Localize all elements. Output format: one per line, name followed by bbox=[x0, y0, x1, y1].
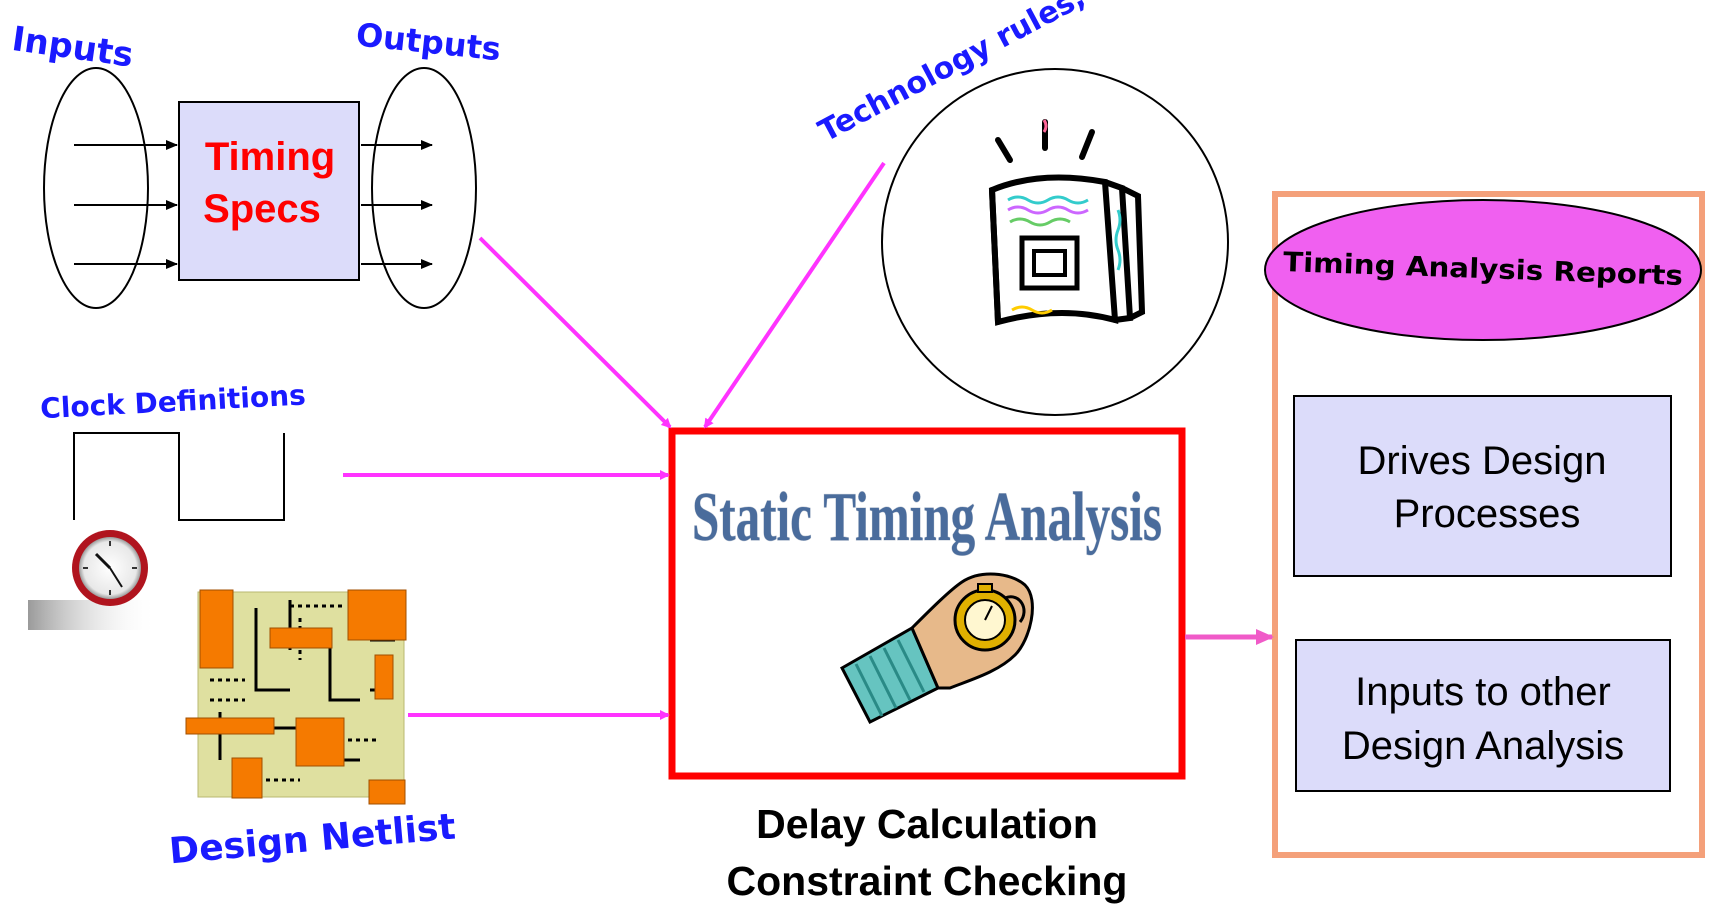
design-netlist-label: Design Netlist bbox=[168, 807, 458, 873]
netlist-chip-icon bbox=[185, 589, 407, 805]
output-arrows bbox=[361, 140, 433, 269]
timing-specs-box bbox=[178, 101, 360, 281]
book-scribbles bbox=[1007, 119, 1122, 315]
inputs-other-line2: Design Analysis bbox=[1342, 724, 1624, 768]
constraint-checking-label: Constraint Checking bbox=[727, 858, 1128, 904]
book-icon bbox=[988, 119, 1146, 326]
outputs-label: Outputs bbox=[354, 15, 502, 68]
clock-icon bbox=[28, 530, 158, 630]
inputs-label: Inputs bbox=[10, 19, 136, 76]
sta-title: Static Timing Analysis bbox=[692, 479, 1162, 556]
input-flow-arrows bbox=[343, 161, 886, 720]
inputs-ellipse bbox=[43, 67, 149, 309]
clock-waveform bbox=[73, 432, 285, 521]
inputs-other-box bbox=[1295, 639, 1671, 792]
arrow-library-to-sta bbox=[703, 161, 886, 429]
timing-specs-line2: Specs bbox=[203, 187, 321, 231]
inputs-other-line1: Inputs to other bbox=[1355, 670, 1611, 714]
sta-box bbox=[668, 427, 1186, 780]
arrow-timing-specs-to-sta bbox=[478, 236, 672, 429]
reports-title-ellipse bbox=[1264, 199, 1702, 341]
drives-design-line1: Drives Design bbox=[1358, 439, 1607, 483]
stopwatch-hand-icon bbox=[840, 572, 1034, 725]
drives-design-line2: Processes bbox=[1394, 492, 1581, 536]
outputs-ellipse bbox=[371, 67, 477, 309]
delay-calculation-label: Delay Calculation bbox=[756, 801, 1098, 847]
timing-specs-line1: Timing bbox=[205, 135, 335, 179]
drives-design-box bbox=[1293, 395, 1672, 577]
clock-definitions-label: Clock Definitions bbox=[39, 378, 306, 425]
input-arrows bbox=[74, 140, 178, 269]
